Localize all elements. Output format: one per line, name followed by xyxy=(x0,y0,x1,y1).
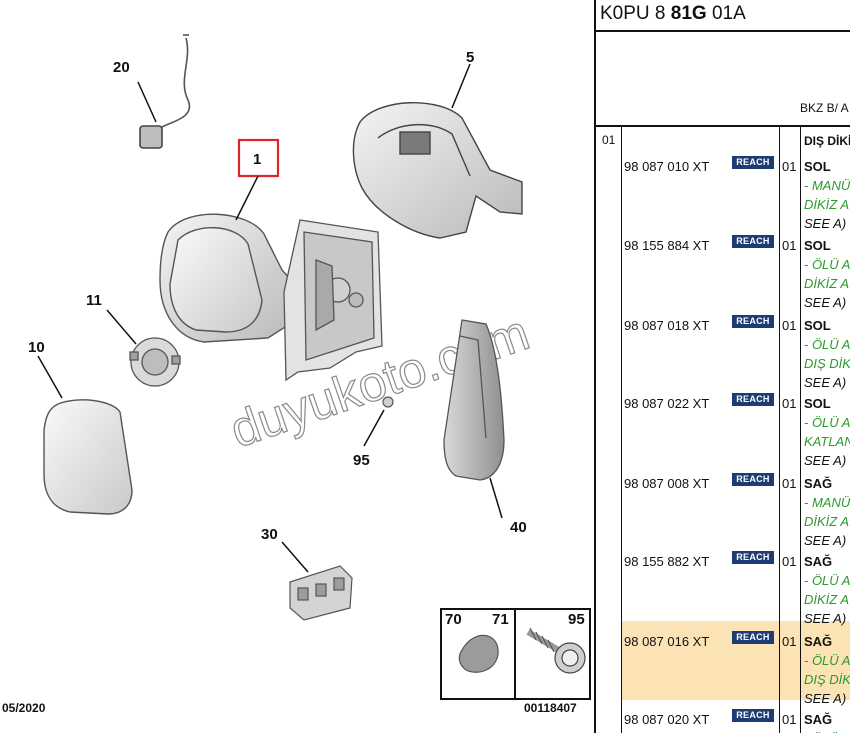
note-line-2: DIŞ DİK xyxy=(804,672,850,687)
callout-10: 10 xyxy=(28,339,45,356)
callout-71: 71 xyxy=(492,611,509,628)
note-line-1: - ÖLÜ A xyxy=(804,653,850,668)
reach-badge[interactable]: REACH xyxy=(732,631,774,644)
note-line-3: SEE A) xyxy=(804,295,847,310)
quantity: 01 xyxy=(782,396,797,411)
part-95-screw-detail[interactable] xyxy=(526,627,586,674)
part-30-switch[interactable] xyxy=(289,565,353,621)
part-1-mirror-assembly[interactable] xyxy=(159,213,299,343)
quantity: 01 xyxy=(782,238,797,253)
note-line-2: DİKİZ A xyxy=(804,276,850,291)
note-line-1: - ÖLÜ A xyxy=(804,731,850,733)
note-line-1: - ÖLÜ A xyxy=(804,573,850,588)
callout-30: 30 xyxy=(261,526,278,543)
quantity: 01 xyxy=(782,712,797,727)
reach-badge[interactable]: REACH xyxy=(732,315,774,328)
reach-badge[interactable]: REACH xyxy=(732,393,774,406)
note-line-2: DİKİZ A xyxy=(804,514,850,529)
parts-row[interactable]: 98 155 884 XT REACH 01 SOL - ÖLÜ A DİKİZ A SEE… xyxy=(596,212,850,310)
part-5-mirror-cover[interactable] xyxy=(352,102,523,239)
parts-row[interactable]: 98 087 020 XT REACH 01 SAĞ - ÖLÜ A xyxy=(596,686,850,733)
note-line-1: - ÖLÜ A xyxy=(804,337,850,352)
side-label: SAĞ xyxy=(804,634,833,649)
note-line-1: - ÖLÜ A xyxy=(804,257,850,272)
note-line-2: DİKİZ A xyxy=(804,592,850,607)
side-label: SAĞ xyxy=(804,554,833,569)
callout-40: 40 xyxy=(510,519,527,536)
side-label: SAĞ xyxy=(804,476,833,491)
note-line-2: DİKİZ A xyxy=(804,197,850,212)
note-line-1: - MANÜ xyxy=(804,495,850,510)
bkz-label: BKZ B/ A xyxy=(800,101,849,115)
reach-badge[interactable]: REACH xyxy=(732,235,774,248)
callout-70: 70 xyxy=(445,611,462,628)
parts-row[interactable]: 98 087 022 XT REACH 01 SOL - ÖLÜ A KATLAN SEE … xyxy=(596,370,850,468)
reach-badge[interactable]: REACH xyxy=(732,473,774,486)
note-line-3: SEE A) xyxy=(804,691,847,706)
note-line-3: SEE A) xyxy=(804,216,847,231)
diagram-date: 05/2020 xyxy=(2,701,46,715)
part-95-screw[interactable] xyxy=(382,396,394,408)
part-number: 98 155 884 XT xyxy=(624,238,710,253)
side-label: SOL xyxy=(804,159,831,174)
quantity: 01 xyxy=(782,318,797,333)
callout-95: 95 xyxy=(353,452,370,469)
callout-11: 11 xyxy=(86,292,102,309)
part-20-cable-harness[interactable] xyxy=(139,34,191,149)
side-label: SOL xyxy=(804,396,831,411)
note-line-1: - ÖLÜ A xyxy=(804,415,850,430)
callout-1: 1 xyxy=(253,151,261,168)
note-line-1: - MANÜ xyxy=(804,178,850,193)
quantity: 01 xyxy=(782,159,797,174)
side-label: SAĞ xyxy=(804,712,833,727)
part-70-71-cap[interactable] xyxy=(458,634,499,673)
part-10-mirror-glass[interactable] xyxy=(43,399,133,515)
reach-badge[interactable]: REACH xyxy=(732,709,774,722)
reach-badge[interactable]: REACH xyxy=(732,156,774,169)
side-label: SOL xyxy=(804,238,831,253)
drawing-number: 00118407 xyxy=(524,701,577,715)
note-line-2: DIŞ DİK xyxy=(804,356,850,371)
callout-95-inset: 95 xyxy=(568,611,585,628)
callout-1-highlight-box xyxy=(237,138,280,178)
catalog-code-title: K0PU 8 81G 01A xyxy=(600,3,746,24)
note-line-2: KATLAN xyxy=(804,434,850,449)
parts-row[interactable]: 98 087 008 XT REACH 01 SAĞ - MANÜ DİKİZ A SEE … xyxy=(596,450,850,548)
note-line-3: SEE A) xyxy=(804,611,847,626)
part-number: 98 155 882 XT xyxy=(624,554,710,569)
part-number: 98 087 008 XT xyxy=(624,476,710,491)
parts-list-panel: K0PU 8 81G 01A BKZ B/ A 01 DIŞ DİKİZ 98 … xyxy=(594,0,850,733)
part-number: 98 087 022 XT xyxy=(624,396,710,411)
note-line-3: SEE A) xyxy=(804,533,847,548)
mirror-base-bracket[interactable] xyxy=(283,219,383,382)
quantity: 01 xyxy=(782,554,797,569)
panel-header: K0PU 8 81G 01A xyxy=(596,0,850,32)
callout-5: 5 xyxy=(466,49,474,66)
part-number: 98 087 010 XT xyxy=(624,159,710,174)
quantity: 01 xyxy=(782,476,797,491)
reach-badge[interactable]: REACH xyxy=(732,551,774,564)
parts-row[interactable]: 98 155 882 XT REACH 01 SAĞ - ÖLÜ A DİKİZ A SEE… xyxy=(596,528,850,626)
parts-row[interactable]: 98 087 016 XT REACH 01 SAĞ - ÖLÜ A DIŞ DİK SEE… xyxy=(596,608,850,706)
parts-row[interactable]: 98 087 018 XT REACH 01 SOL - ÖLÜ A DIŞ DİK SEE… xyxy=(596,292,850,390)
group-number: 01 xyxy=(602,133,616,147)
note-line-3: SEE A) xyxy=(804,453,847,468)
part-number: 98 087 016 XT xyxy=(624,634,710,649)
callout-20: 20 xyxy=(113,59,130,76)
side-label: SOL xyxy=(804,318,831,333)
quantity: 01 xyxy=(782,634,797,649)
part-number: 98 087 018 XT xyxy=(624,318,710,333)
exploded-parts-diagram: duyukoto.com 20 5 1 11 xyxy=(28,34,591,700)
inset-small-parts-box xyxy=(440,608,591,700)
part-11-actuator[interactable] xyxy=(129,337,181,387)
part-40-lower-cover[interactable] xyxy=(443,319,505,481)
part-number: 98 087 020 XT xyxy=(624,712,710,727)
group-description: DIŞ DİKİZ xyxy=(804,134,850,148)
note-line-3: SEE A) xyxy=(804,375,847,390)
